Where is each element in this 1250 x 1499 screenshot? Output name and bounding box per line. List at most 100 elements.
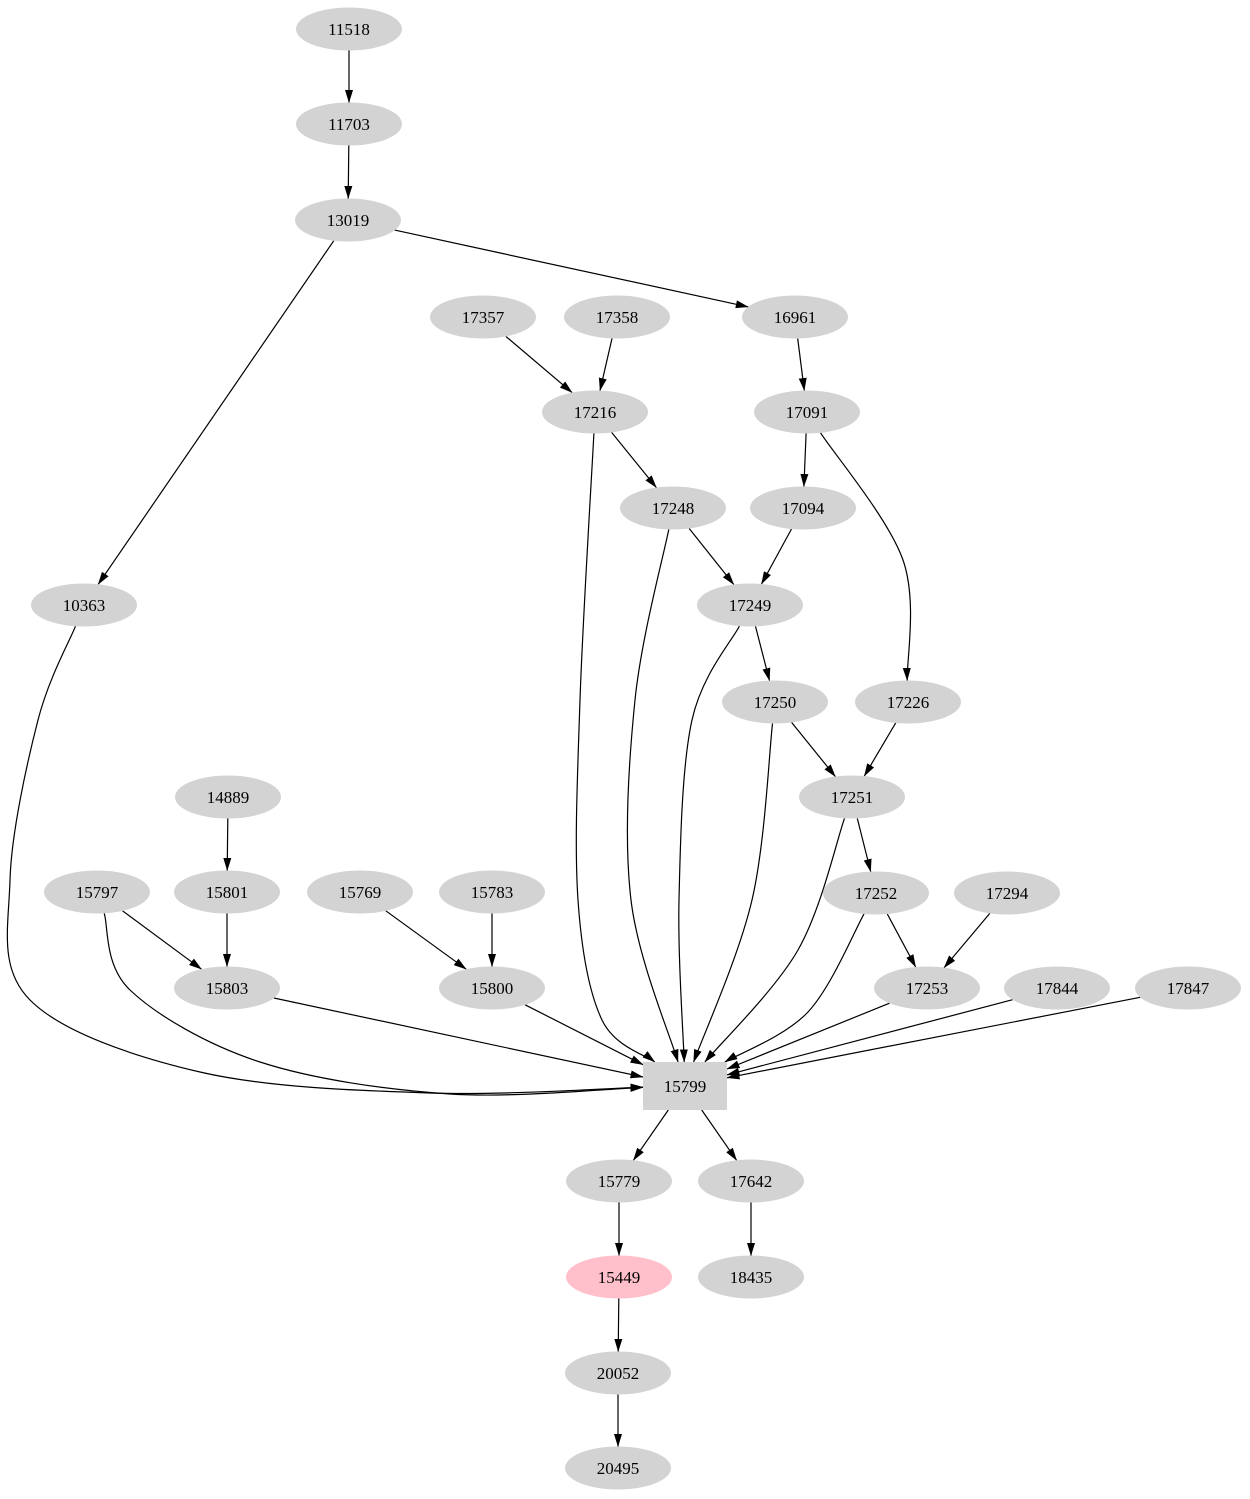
node-17252: 17252 — [823, 871, 929, 915]
node-ellipse-18435 — [698, 1255, 804, 1299]
edge-14889-15801 — [223, 818, 232, 871]
node-label-20495: 20495 — [597, 1459, 640, 1478]
node-15779: 15779 — [566, 1159, 672, 1203]
node-ellipse-17642 — [698, 1159, 804, 1203]
node-17642: 17642 — [698, 1159, 804, 1203]
edge-17091-17094 — [800, 433, 809, 487]
node-10363: 10363 — [31, 583, 137, 627]
edge-17226-17251 — [863, 722, 897, 777]
edge-17844-15799 — [726, 999, 1013, 1076]
node-18435: 18435 — [698, 1255, 804, 1299]
edge-17249-15799 — [678, 625, 740, 1063]
node-label-17358: 17358 — [596, 308, 639, 327]
node-label-18435: 18435 — [730, 1268, 773, 1287]
node-ellipse-15797 — [44, 870, 150, 914]
node-15803: 15803 — [174, 966, 280, 1010]
edge-15803-15799 — [273, 997, 644, 1079]
edge-17248-15799 — [626, 529, 679, 1063]
node-label-13019: 13019 — [327, 211, 370, 230]
node-label-15449: 15449 — [598, 1268, 641, 1287]
node-ellipse-20495 — [565, 1446, 671, 1490]
node-ellipse-17358 — [564, 295, 670, 339]
node-ellipse-14889 — [175, 775, 281, 819]
node-label-17251: 17251 — [831, 788, 874, 807]
node-ellipse-17250 — [722, 680, 828, 724]
node-label-17252: 17252 — [855, 884, 898, 903]
edge-13019-16961 — [394, 229, 749, 309]
node-ellipse-17294 — [954, 871, 1060, 915]
node-ellipse-13019 — [295, 198, 401, 242]
node-15449: 15449 — [566, 1255, 672, 1299]
node-ellipse-17249 — [697, 583, 803, 627]
node-label-15779: 15779 — [598, 1172, 641, 1191]
node-label-17249: 17249 — [729, 596, 772, 615]
node-label-17094: 17094 — [782, 499, 825, 518]
node-ellipse-17844 — [1004, 966, 1110, 1010]
edge-15800-15799 — [524, 1004, 644, 1066]
node-20052: 20052 — [565, 1351, 671, 1395]
node-label-14889: 14889 — [207, 788, 250, 807]
edge-17216-15799 — [575, 433, 656, 1063]
node-15799: 15799 — [643, 1062, 727, 1110]
node-ellipse-15800 — [439, 966, 545, 1010]
node-17847: 17847 — [1135, 966, 1241, 1010]
edge-17251-15799 — [704, 818, 846, 1063]
node-label-15800: 15800 — [471, 979, 514, 998]
node-label-11518: 11518 — [328, 20, 370, 39]
node-17251: 17251 — [799, 775, 905, 819]
node-ellipse-20052 — [565, 1351, 671, 1395]
edge-17357-17216 — [505, 335, 573, 394]
node-ellipse-17094 — [750, 486, 856, 530]
node-label-15769: 15769 — [339, 883, 382, 902]
node-17091: 17091 — [754, 390, 860, 434]
node-ellipse-17357 — [430, 295, 536, 339]
node-ellipse-11703 — [296, 102, 402, 146]
node-ellipse-15449 — [566, 1255, 672, 1299]
node-label-15783: 15783 — [471, 883, 514, 902]
node-ellipse-17253 — [874, 966, 980, 1010]
node-15800: 15800 — [439, 966, 545, 1010]
edge-13019-10363 — [97, 240, 335, 585]
edge-17094-17249 — [760, 528, 793, 585]
node-ellipse-15769 — [307, 870, 413, 914]
edge-15449-20052 — [614, 1298, 623, 1352]
edge-17252-15799 — [724, 913, 865, 1063]
node-label-17216: 17216 — [574, 403, 617, 422]
node-label-17642: 17642 — [730, 1172, 773, 1191]
edge-10363-15799 — [6, 625, 644, 1095]
node-17094: 17094 — [750, 486, 856, 530]
node-17216: 17216 — [542, 390, 648, 434]
node-label-15803: 15803 — [206, 979, 249, 998]
node-13019: 13019 — [295, 198, 401, 242]
node-label-17253: 17253 — [906, 979, 949, 998]
edge-15797-15803 — [122, 910, 202, 970]
edge-17253-15799 — [726, 1002, 890, 1070]
node-ellipse-17248 — [620, 486, 726, 530]
node-label-17248: 17248 — [652, 499, 695, 518]
node-15797: 15797 — [44, 870, 150, 914]
node-20495: 20495 — [565, 1446, 671, 1490]
node-15783: 15783 — [439, 870, 545, 914]
node-14889: 14889 — [175, 775, 281, 819]
node-17357: 17357 — [430, 295, 536, 339]
node-17844: 17844 — [1004, 966, 1110, 1010]
node-ellipse-10363 — [31, 583, 137, 627]
node-17248: 17248 — [620, 486, 726, 530]
node-ellipse-11518 — [296, 7, 402, 51]
edges-layer — [6, 50, 1141, 1447]
edge-17216-17248 — [611, 432, 657, 488]
edge-17252-17253 — [886, 913, 917, 968]
edge-17091-17226 — [819, 432, 912, 681]
node-ellipse-16961 — [742, 295, 848, 339]
edge-15799-17642 — [701, 1109, 738, 1161]
node-15801: 15801 — [174, 870, 280, 914]
node-ellipse-17252 — [823, 871, 929, 915]
node-label-17294: 17294 — [986, 884, 1029, 903]
node-label-20052: 20052 — [597, 1364, 640, 1383]
node-17226: 17226 — [855, 680, 961, 724]
node-box-15799 — [643, 1062, 727, 1110]
edge-17251-17252 — [856, 818, 872, 873]
node-11518: 11518 — [296, 7, 402, 51]
edge-17250-15799 — [693, 723, 774, 1063]
